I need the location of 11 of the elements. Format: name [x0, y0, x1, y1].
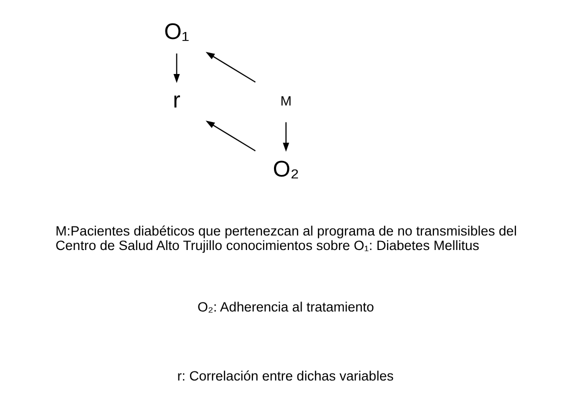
label: M:Pacientes diabéticos que pertenezcan al programa de no transmisibles del Centro de Salud Alto Trujillo conocimientos sobre O₁: Diabetes Mellitus: [56, 224, 517, 254]
node-text: O₂: [272, 156, 300, 182]
arrow: [174, 54, 180, 84]
arrow: [206, 52, 256, 83]
node-text: r: [172, 88, 180, 113]
label: O₂: Adherencia al tratamiento: [198, 300, 374, 315]
node-text: O₁: [164, 18, 190, 44]
arrow: [206, 120, 256, 152]
arrow: [282, 122, 290, 152]
node-text: M: [280, 93, 292, 108]
label: r: Correlación entre dichas variables: [177, 368, 394, 384]
